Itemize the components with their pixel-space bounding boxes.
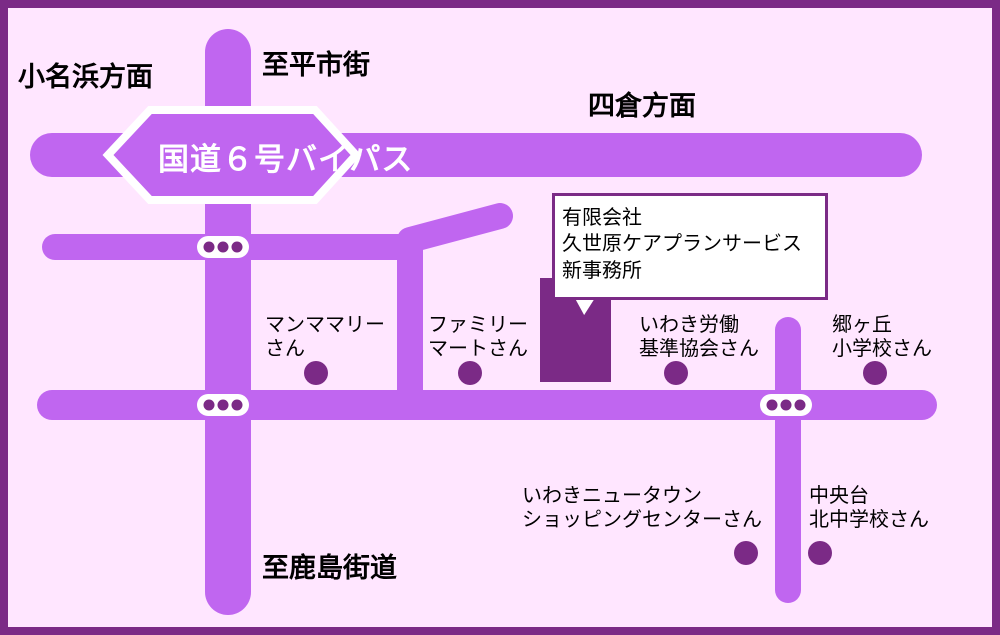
- route-label: 国道６号バイパス: [158, 142, 414, 178]
- landmark-dot-icon: [863, 361, 887, 385]
- landmark-label: いわきニュータウン: [522, 483, 702, 507]
- diagonal-road: [397, 203, 513, 253]
- landmark-label: マートさん: [428, 335, 528, 360]
- direction-taira: 至平市街: [262, 50, 370, 81]
- direction-yotsukura: 四倉方面: [588, 91, 696, 122]
- direction-onahama: 小名浜方面: [18, 62, 153, 93]
- landmark-dot-icon: [664, 361, 688, 385]
- landmark-label: マンママリー: [265, 312, 385, 336]
- direction-kashima: 至鹿島街道: [262, 553, 397, 584]
- landmark-label: 基準協会さん: [639, 335, 759, 360]
- landmark-label: 小学校さん: [832, 335, 932, 360]
- landmark-dot-icon: [304, 361, 328, 385]
- landmark-label: ショッピングセンターさん: [522, 506, 762, 531]
- landmark-chuodai: 中央台 北中学校さん: [809, 483, 929, 531]
- landmark-label: さん: [265, 335, 305, 360]
- landmark-iwaki-roudou: いわき労働 基準協会さん: [639, 312, 759, 360]
- landmark-dot-icon: [734, 541, 758, 565]
- landmark-label: 中央台: [809, 483, 869, 507]
- office-line: 有限会社: [562, 205, 642, 229]
- landmark-label: いわき労働: [639, 312, 739, 336]
- office-line: 新事務所: [562, 257, 642, 282]
- landmark-label: 北中学校さん: [809, 506, 929, 531]
- landmark-dot-icon: [458, 361, 482, 385]
- office-line: 久世原ケアプランサービス: [562, 231, 802, 256]
- landmark-label: ファミリー: [428, 312, 528, 336]
- traffic-light-icon: [760, 394, 812, 416]
- traffic-light-icon: [197, 394, 249, 416]
- landmark-label: 郷ヶ丘: [832, 312, 892, 336]
- interchange-shape: [102, 106, 362, 204]
- office-callout: 有限会社 久世原ケアプランサービス 新事務所: [552, 193, 828, 300]
- landmark-gougaoka: 郷ヶ丘 小学校さん: [832, 312, 932, 360]
- landmark-dot-icon: [808, 541, 832, 565]
- landmark-newtown: いわきニュータウン ショッピングセンターさん: [522, 483, 762, 531]
- landmark-manmamari: マンママリー さん: [265, 312, 385, 360]
- traffic-light-icon: [197, 236, 249, 258]
- landmark-familymart: ファミリー マートさん: [428, 312, 528, 360]
